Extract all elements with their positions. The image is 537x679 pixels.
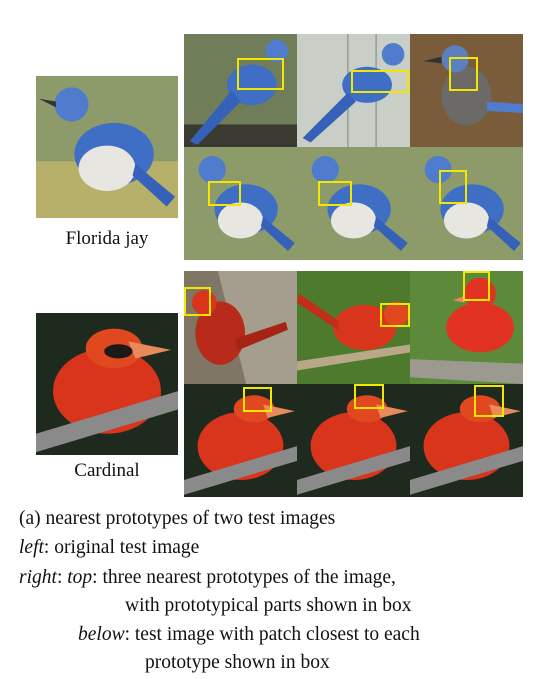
- caption-line-4: with prototypical parts shown in box: [125, 595, 412, 616]
- cardinal-patch-1: [184, 384, 297, 497]
- cardinal-prototype-1: [184, 271, 297, 384]
- caption-right-term: right: [19, 567, 57, 588]
- caption-top-term: top: [67, 567, 93, 588]
- cardinal-patch-3-box: [474, 385, 504, 417]
- cardinal-prototype-3: [410, 271, 523, 384]
- cardinal-prototype-1-box: [184, 287, 211, 316]
- caption-line-3: right: top: three nearest prototypes of …: [19, 567, 396, 589]
- jay-patch-2: [297, 147, 410, 260]
- caption-below-text: : test image with patch closest to each: [124, 624, 420, 645]
- caption-line-6: prototype shown in box: [145, 652, 330, 673]
- cardinal-prototype-2: [297, 271, 410, 384]
- jay-patch-1-box: [208, 181, 241, 206]
- jay-prototype-1-box: [237, 58, 284, 90]
- label-florida-jay: Florida jay: [65, 228, 149, 249]
- jay-patch-2-box: [318, 181, 352, 206]
- cardinal-patch-3: [410, 384, 523, 497]
- caption-left-text: : original test image: [43, 537, 200, 558]
- jay-prototype-1: [184, 34, 297, 147]
- caption-right-sep: :: [56, 567, 68, 588]
- cardinal-prototype-2-box: [380, 303, 410, 327]
- figure: Florida jay: [36, 34, 523, 497]
- cardinal-patch-1-box: [243, 387, 272, 412]
- caption-left-term: left: [19, 537, 44, 558]
- caption-below-term: below: [78, 624, 125, 645]
- jay-patch-1: [184, 147, 297, 260]
- caption-line-1: (a) nearest prototypes of two test image…: [19, 508, 336, 529]
- caption-top-text: : three nearest prototypes of the image,: [92, 567, 396, 588]
- cardinal-patch-2-box: [354, 384, 384, 409]
- jay-prototype-2-box: [351, 70, 409, 93]
- jay-patch-3: [410, 147, 523, 260]
- cardinal-patch-2: [297, 384, 410, 497]
- label-cardinal: Cardinal: [74, 460, 140, 481]
- caption-line-5: below: test image with patch closest to …: [78, 624, 420, 646]
- jay-patch-3-box: [439, 170, 467, 204]
- cardinal-prototype-3-box: [463, 271, 490, 301]
- jay-prototype-3-box: [449, 57, 478, 91]
- jay-prototype-2: [297, 34, 410, 147]
- test-image-jay: [36, 76, 178, 218]
- test-image-cardinal: [36, 313, 178, 455]
- caption-line-2: left: original test image: [19, 537, 199, 559]
